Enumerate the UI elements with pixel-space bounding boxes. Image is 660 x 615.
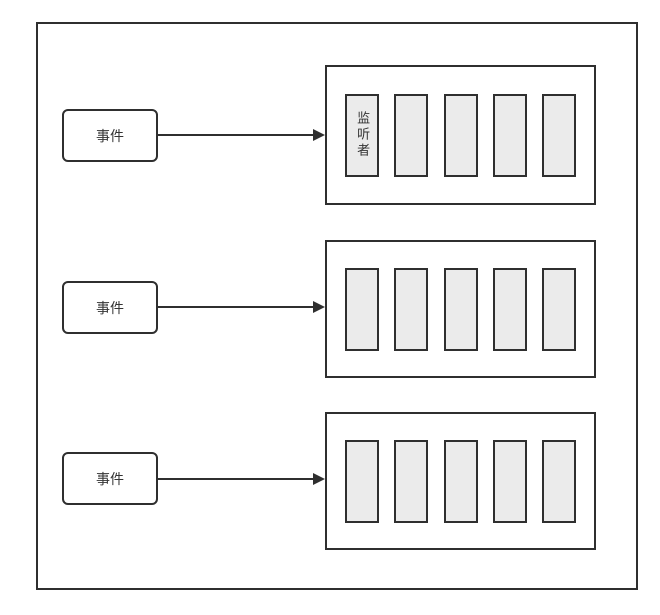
listener-slot xyxy=(492,267,527,351)
listener-container xyxy=(325,412,596,550)
arrow-line xyxy=(158,129,325,141)
event-node: 事件 xyxy=(62,452,158,505)
listener-slot-label: 监听者 xyxy=(355,111,371,159)
listener-container: 监听者 xyxy=(325,65,596,205)
event-node: 事件 xyxy=(62,109,158,162)
listener-slot xyxy=(492,93,527,177)
listener-slot xyxy=(542,439,576,523)
listener-slot xyxy=(492,439,527,523)
listener-slot xyxy=(542,93,576,177)
event-node-label: 事件 xyxy=(96,470,124,487)
listener-slot xyxy=(542,267,576,351)
arrow-line xyxy=(158,473,325,485)
listener-slot: 监听者 xyxy=(345,93,379,177)
listener-slot xyxy=(345,267,379,351)
listener-slot xyxy=(345,439,379,523)
arrowhead-icon xyxy=(313,129,325,141)
arrow-line xyxy=(158,301,325,313)
listener-slot xyxy=(394,267,429,351)
event-node-label: 事件 xyxy=(96,127,124,144)
arrowhead-icon xyxy=(313,473,325,485)
listener-slot xyxy=(394,93,429,177)
arrowhead-icon xyxy=(313,301,325,313)
listener-slot xyxy=(443,267,478,351)
listener-slot xyxy=(443,93,478,177)
event-node: 事件 xyxy=(62,281,158,334)
event-node-label: 事件 xyxy=(96,299,124,316)
listener-container xyxy=(325,240,596,378)
listener-slot xyxy=(443,439,478,523)
listener-slot xyxy=(394,439,429,523)
